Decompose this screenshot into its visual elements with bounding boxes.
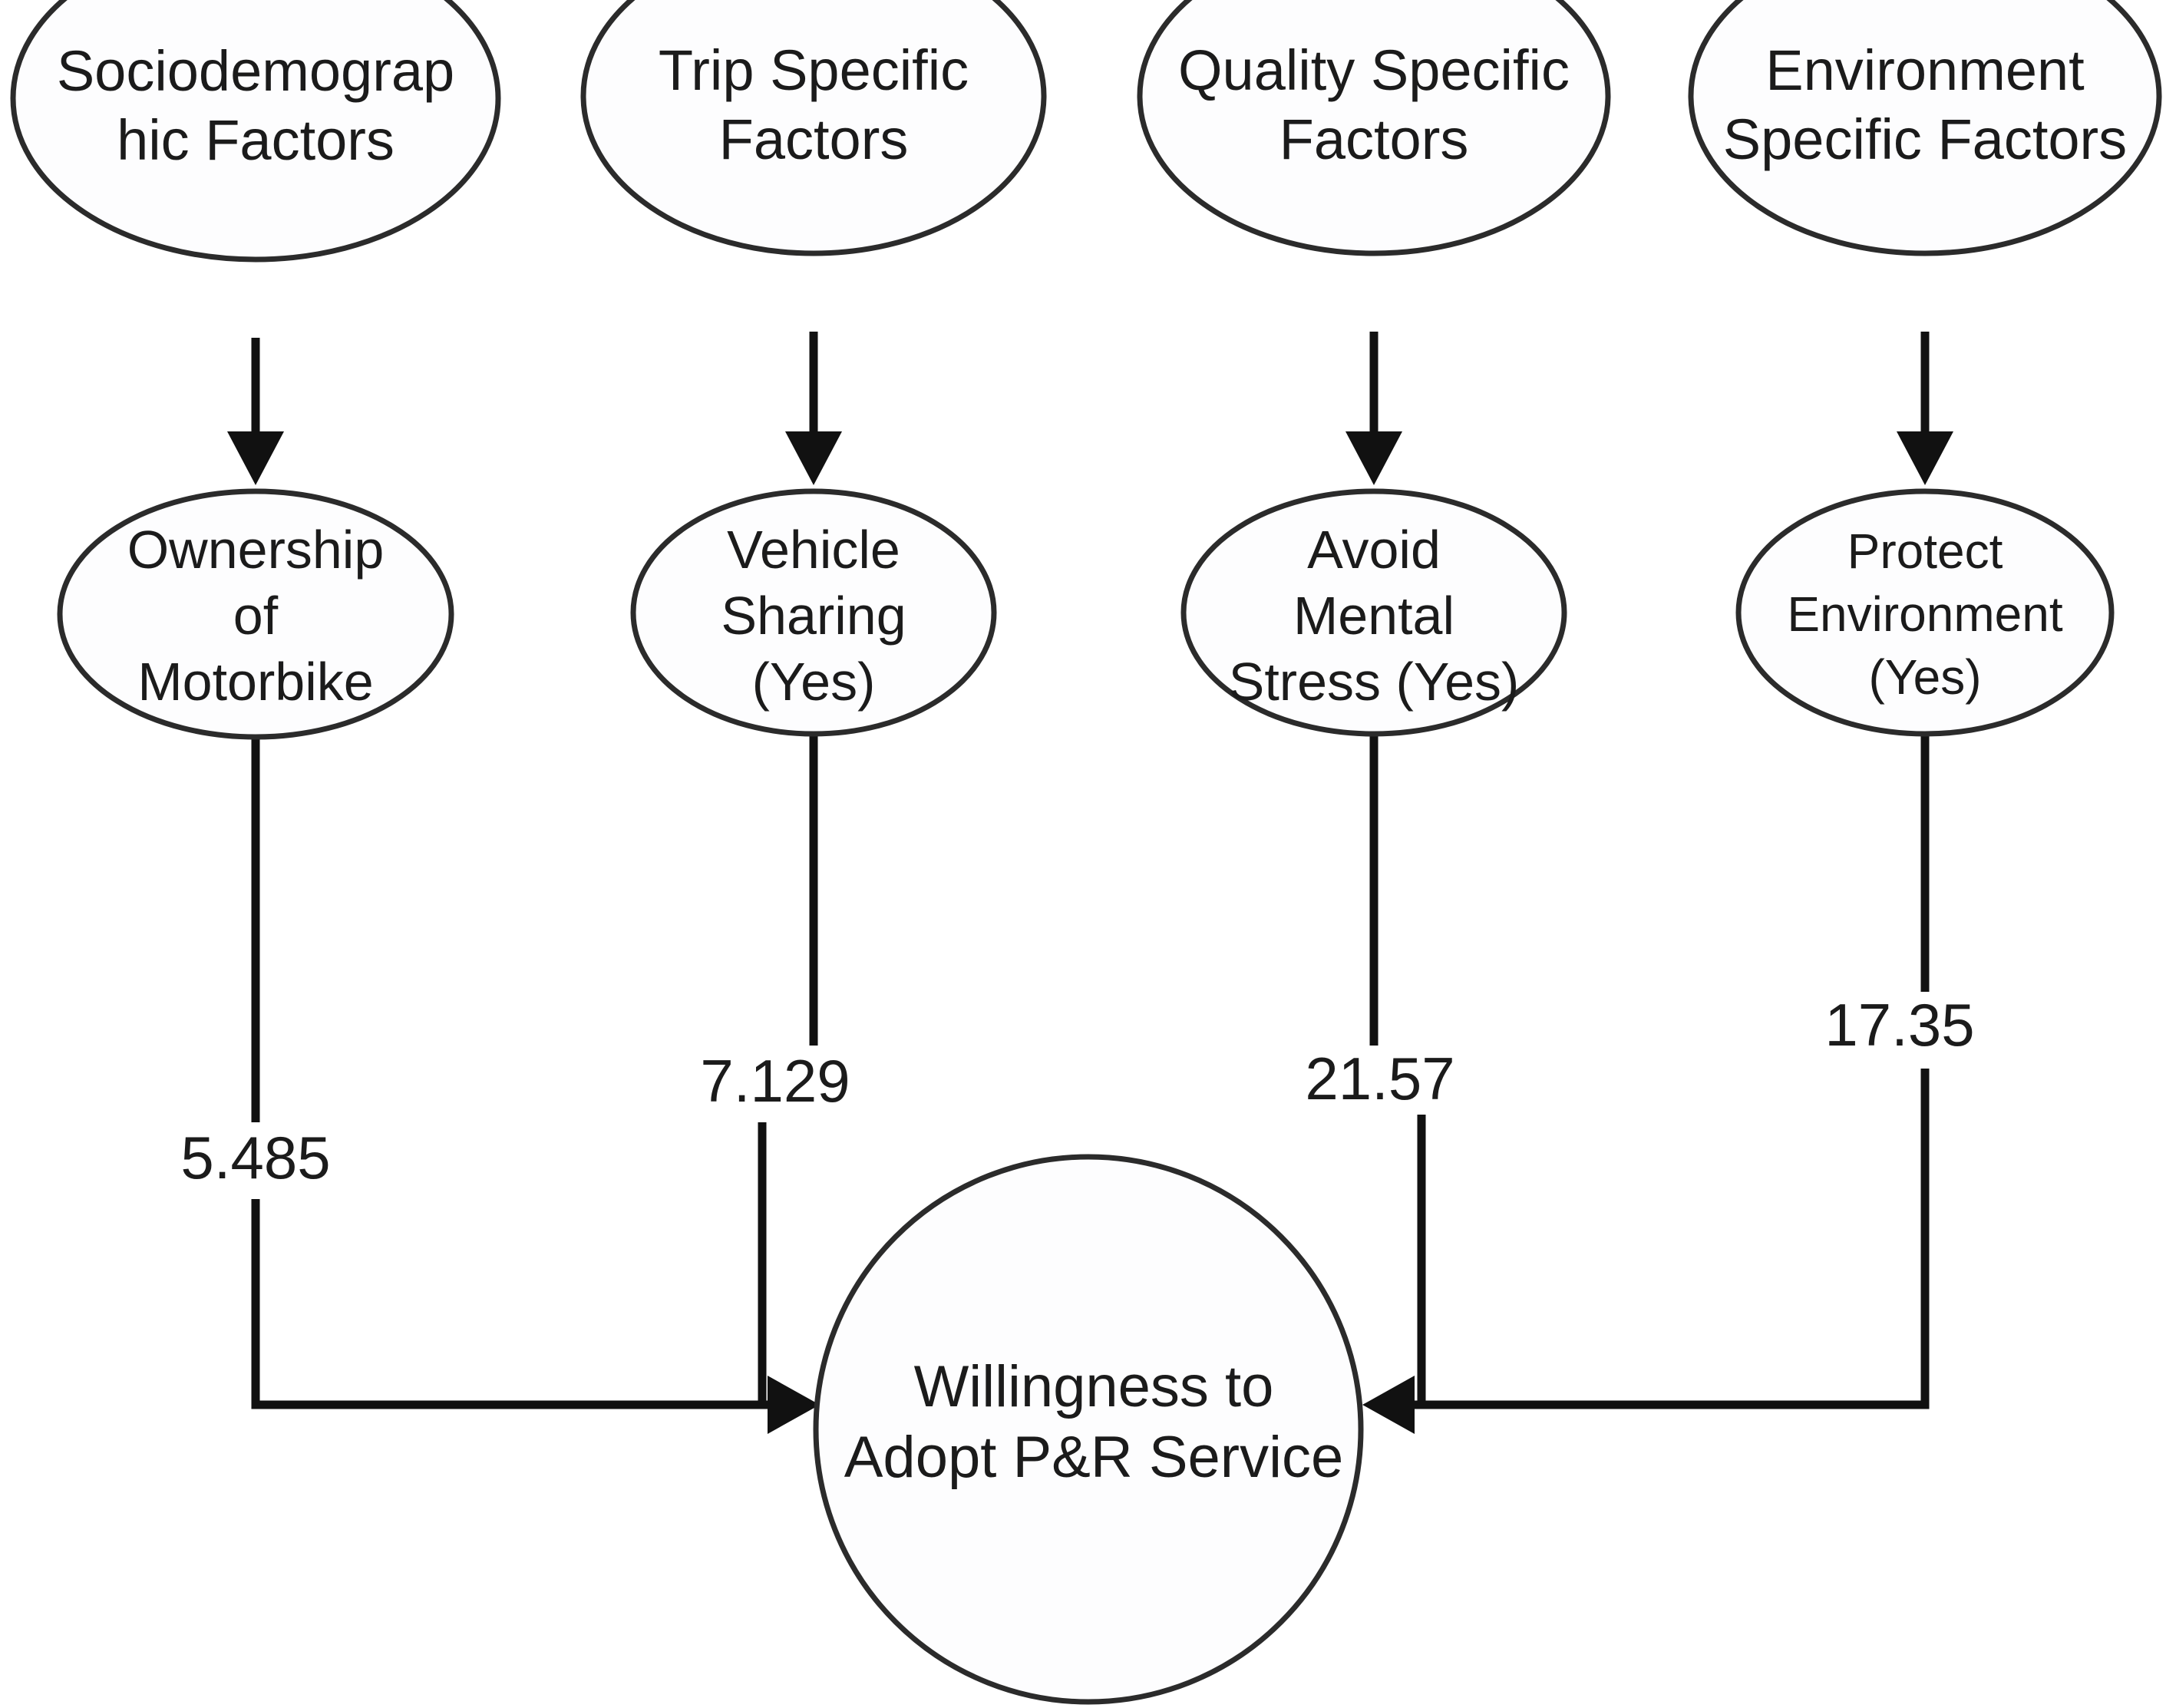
node-vehicle-sharing-yes[interactable]: Vehicle Sharing (Yes) bbox=[630, 488, 997, 737]
node-environment-line-2: Specific Factors bbox=[1723, 107, 2127, 171]
node-protect-env-line-3: (Yes) bbox=[1868, 649, 1981, 705]
edge-label-vehicle-sharing-coefficient: 7.129 bbox=[700, 1047, 850, 1115]
node-trip-line-2: Factors bbox=[719, 107, 909, 171]
arrowhead-down-icon bbox=[785, 431, 842, 485]
edge-motorbike-to-willingness bbox=[251, 731, 820, 1434]
node-motorbike-line-2: of bbox=[233, 586, 279, 646]
node-ownership-of-motorbike[interactable]: Ownership of Motorbike bbox=[57, 488, 454, 740]
node-motorbike-line-3: Motorbike bbox=[137, 652, 373, 712]
node-environment-line-1: Environment bbox=[1765, 38, 2085, 102]
edge-trip-to-vehicle-sharing bbox=[785, 332, 842, 485]
node-willingness-line-1: Willingness to bbox=[914, 1354, 1274, 1419]
edge-label-motorbike-coefficient: 5.485 bbox=[180, 1124, 330, 1191]
node-avoid-mental-stress-yes[interactable]: Avoid Mental Stress (Yes) bbox=[1180, 488, 1567, 737]
arrowhead-down-icon bbox=[1345, 431, 1402, 485]
edge-vehicle-sharing-to-willingness bbox=[758, 729, 818, 1406]
node-protect-env-line-1: Protect bbox=[1847, 524, 2003, 579]
edge-protect-env-to-willingness bbox=[1362, 729, 1930, 1434]
node-vehicle-sharing-line-2: Sharing bbox=[721, 586, 906, 646]
node-vehicle-sharing-line-1: Vehicle bbox=[727, 520, 900, 580]
arrowhead-down-icon bbox=[1897, 431, 1953, 485]
node-mental-stress-line-1: Avoid bbox=[1307, 520, 1441, 580]
node-protect-environment-yes[interactable]: Protect Environment (Yes) bbox=[1735, 488, 2115, 737]
edge-mental-stress-to-willingness bbox=[1369, 729, 1426, 1406]
node-trip-specific-factors[interactable]: Trip Specific Factors bbox=[580, 0, 1047, 256]
edge-label-mental-stress-coefficient: 21.57 bbox=[1305, 1045, 1454, 1112]
node-environment-specific-factors[interactable]: Environment Specific Factors bbox=[1688, 0, 2162, 256]
arrowhead-right-icon bbox=[768, 1376, 820, 1434]
node-quality-line-1: Quality Specific bbox=[1178, 38, 1570, 102]
node-protect-env-line-2: Environment bbox=[1787, 586, 2063, 642]
node-vehicle-sharing-line-3: (Yes) bbox=[752, 652, 876, 712]
node-motorbike-line-1: Ownership bbox=[127, 520, 385, 580]
node-sociodemographic-factors[interactable]: Sociodemograp hic Factors bbox=[10, 0, 501, 263]
node-mental-stress-line-3: Stress (Yes) bbox=[1229, 652, 1520, 712]
node-sociodemographic-line-1: Sociodemograp bbox=[57, 39, 454, 103]
arrowhead-down-icon bbox=[227, 431, 284, 485]
node-mental-stress-line-2: Mental bbox=[1293, 586, 1454, 646]
node-sociodemographic-line-2: hic Factors bbox=[117, 108, 395, 172]
node-quality-line-2: Factors bbox=[1279, 107, 1469, 171]
edge-environment-to-protect-env bbox=[1897, 332, 1953, 485]
node-trip-line-1: Trip Specific bbox=[659, 38, 969, 102]
node-willingness-to-adopt-pr-service[interactable]: Willingness to Adopt P&R Service bbox=[813, 1154, 1364, 1705]
node-quality-specific-factors[interactable]: Quality Specific Factors bbox=[1137, 0, 1611, 256]
edge-label-protect-env-coefficient: 17.35 bbox=[1824, 991, 1974, 1059]
edge-sociodemographic-to-motorbike bbox=[227, 338, 284, 485]
edge-quality-to-mental-stress bbox=[1345, 332, 1402, 485]
arrowhead-left-icon bbox=[1362, 1376, 1415, 1434]
node-willingness-line-2: Adopt P&R Service bbox=[844, 1425, 1344, 1490]
